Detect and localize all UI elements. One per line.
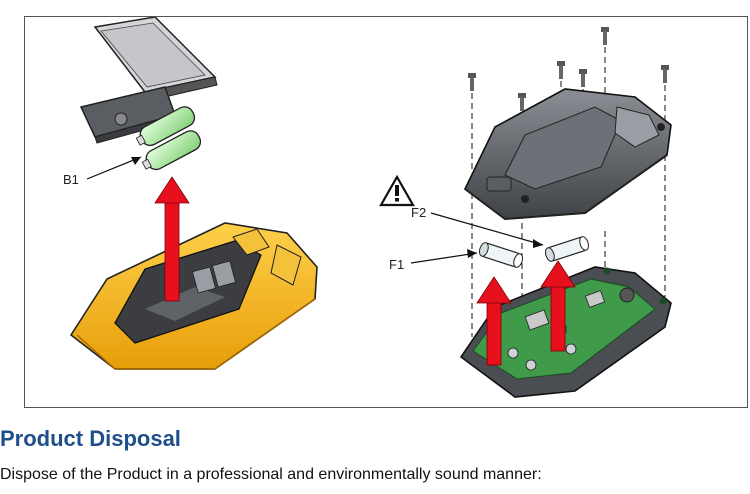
arrow-up-f2 [540, 260, 576, 352]
label-f2: F2 [411, 205, 426, 220]
meter-yellow-case [69, 222, 318, 370]
arrow-up-f1 [476, 276, 512, 366]
label-b1: B1 [63, 172, 79, 187]
section-heading: Product Disposal [0, 426, 181, 451]
fuse-f1 [479, 242, 523, 268]
label-f1: F1 [389, 257, 404, 272]
fuse-f2 [545, 236, 589, 262]
battery-door [79, 17, 218, 144]
battery-fuse-replacement-figure: B1 [24, 16, 748, 408]
illustration: B1 [63, 17, 672, 398]
callout-b1: B1 [63, 156, 142, 187]
meter-back-cover [463, 88, 672, 221]
callout-f2: F2 [411, 205, 544, 248]
callout-f1: F1 [389, 249, 478, 272]
screws [468, 27, 669, 111]
arrow-up-left [154, 176, 190, 302]
warning-icon [379, 174, 415, 207]
batteries-b1 [135, 106, 202, 171]
section-body: Dispose of the Product in a professional… [0, 466, 542, 483]
